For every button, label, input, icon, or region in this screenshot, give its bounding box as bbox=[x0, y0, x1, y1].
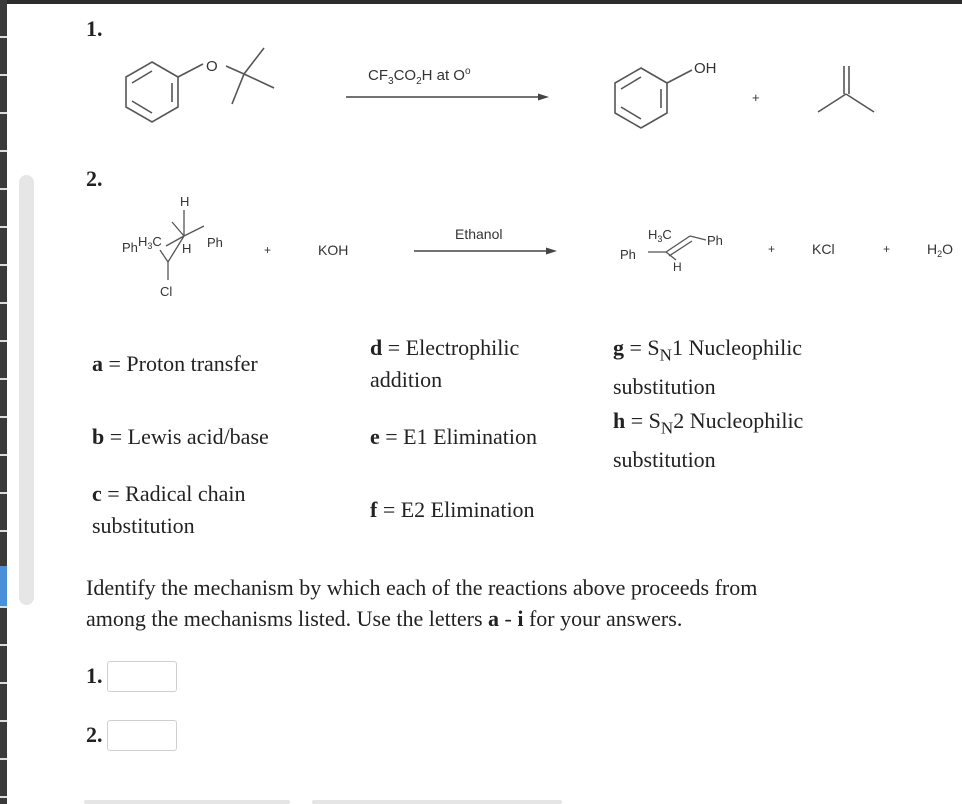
phenol-oh-label: OH bbox=[694, 60, 717, 77]
answer-1-input[interactable] bbox=[107, 661, 177, 692]
mechanism-e: e = E1 Elimination bbox=[370, 424, 537, 449]
mechanism-b: b = Lewis acid/base bbox=[92, 424, 269, 449]
reaction-1-alkene-structure bbox=[817, 66, 875, 113]
mechanism-a: a = Proton transfer bbox=[92, 351, 258, 376]
left-edge-strip bbox=[0, 0, 7, 804]
reaction-1-phenol-structure bbox=[614, 67, 693, 129]
reactant-cl: Cl bbox=[160, 284, 172, 299]
ether-oxygen-label: O bbox=[206, 58, 218, 75]
reaction-2-solvent: Ethanol bbox=[455, 226, 502, 242]
mechanism-f: f = E2 Elimination bbox=[370, 497, 535, 522]
product-ph-left: Ph bbox=[620, 247, 636, 262]
reaction-2-kcl: KCl bbox=[812, 241, 835, 257]
reactant-ph-left: Ph bbox=[122, 240, 138, 255]
scrollbar[interactable] bbox=[19, 175, 34, 605]
footer-button-edge-1 bbox=[84, 800, 290, 804]
reaction-2-reactant-structure bbox=[159, 210, 205, 280]
reaction-2-number: 2. bbox=[86, 166, 103, 191]
reaction-2-arrowhead bbox=[546, 247, 557, 255]
product-h: H bbox=[673, 260, 682, 274]
mechanism-g: g = SN1 Nucleophilic substitution bbox=[613, 335, 803, 400]
reaction-1-reagent: CF3CO2H at Oo bbox=[368, 66, 471, 87]
question-text: Identify the mechanism by which each of … bbox=[86, 575, 758, 631]
product-ph-right: Ph bbox=[707, 233, 723, 248]
reaction-2-product-structure bbox=[648, 235, 707, 261]
reaction-1-plus: + bbox=[752, 90, 760, 105]
reaction-1-reactant-structure bbox=[125, 47, 275, 123]
answer-2-label: 2. bbox=[86, 722, 103, 747]
reaction-1-arrowhead bbox=[538, 93, 549, 101]
top-edge bbox=[0, 0, 962, 4]
answer-1-label: 1. bbox=[86, 663, 103, 688]
left-edge-highlight bbox=[0, 566, 7, 606]
reaction-2-plus-3: + bbox=[883, 242, 890, 256]
footer-button-edge-2 bbox=[312, 800, 562, 804]
reactant-ph-right: Ph bbox=[207, 235, 223, 250]
reaction-2-koh: KOH bbox=[318, 242, 348, 258]
mechanism-d: d = Electrophilic addition bbox=[370, 335, 520, 392]
reaction-diagrams: O CF3CO2H at Oo OH + H Ph H3C H Ph Cl + … bbox=[122, 47, 953, 299]
reactant-h-right: H bbox=[182, 241, 191, 256]
mechanism-h: h = SN2 Nucleophilic substitution bbox=[613, 408, 804, 473]
reaction-2-plus-1: + bbox=[264, 243, 271, 257]
reaction-2-water: H2O bbox=[927, 241, 953, 259]
reaction-1-number: 1. bbox=[86, 16, 103, 41]
product-h3c: H3C bbox=[648, 227, 672, 244]
reaction-2-plus-2: + bbox=[768, 242, 775, 256]
reactant-h-top: H bbox=[180, 194, 189, 209]
reactant-h3c: H3C bbox=[138, 234, 162, 251]
mechanism-c: c = Radical chain substitution bbox=[92, 481, 246, 538]
answer-2-input[interactable] bbox=[107, 720, 177, 751]
